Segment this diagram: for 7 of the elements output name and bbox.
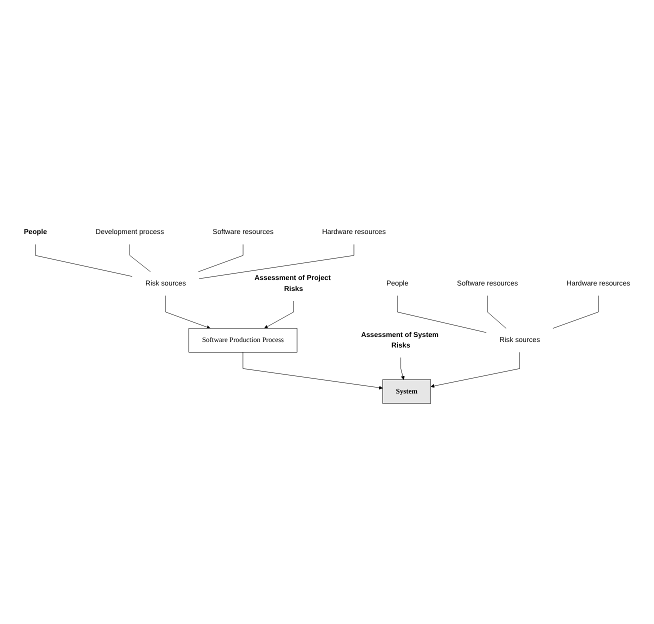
connector	[198, 244, 244, 272]
connector	[552, 295, 599, 329]
connector	[198, 244, 354, 279]
connector	[397, 295, 486, 333]
connector	[35, 244, 132, 277]
connector	[130, 244, 151, 272]
connector	[487, 295, 506, 329]
